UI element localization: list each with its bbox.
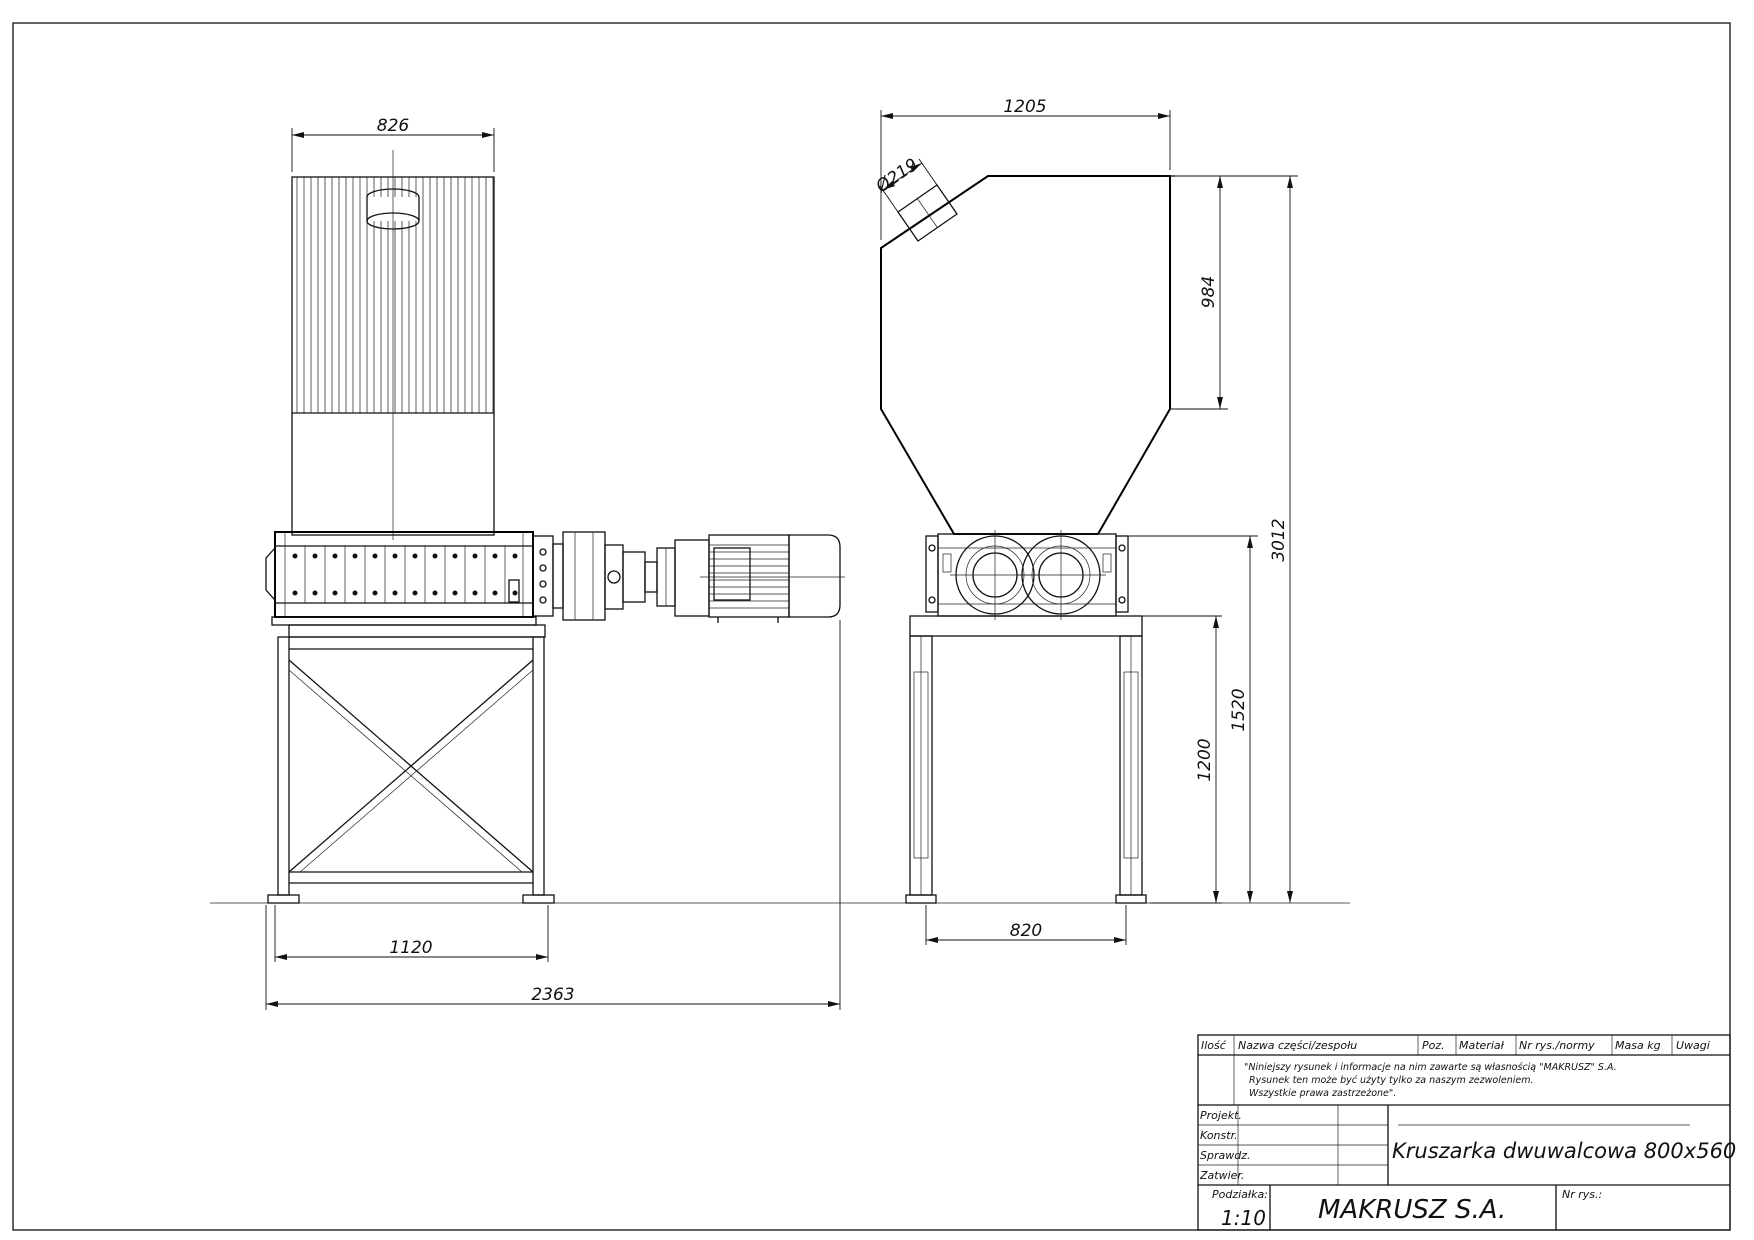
tb-header-mass: Masa kg (1615, 1039, 1661, 1052)
tb-drawing-title: Kruszarka dwuwalcowa 800x560 (1392, 1139, 1736, 1163)
side-dimensions: 1205 Ø219 984 3012 1520 (872, 97, 1298, 945)
tb-header-material: Materiał (1459, 1039, 1505, 1052)
dim-hopper-height: 984 (1199, 276, 1219, 308)
dim-total-height: 3012 (1269, 518, 1289, 561)
front-hopper (291, 150, 495, 540)
dim-frame-width: 1120 (389, 938, 432, 958)
tb-role-projekt: Projekt. (1200, 1109, 1242, 1122)
dim-side-width: 1205 (1003, 97, 1046, 117)
side-support-frame (905, 615, 1147, 904)
tb-scale-label: Podziałka: (1212, 1188, 1268, 1201)
tb-company-name: MAKRUSZ S.A. (1318, 1195, 1506, 1225)
tb-header-drawing-no: Nr rys./normy (1519, 1039, 1595, 1052)
tb-header-part-name: Nazwa części/zespołu (1238, 1039, 1357, 1052)
front-view: 826 1120 2363 (265, 116, 845, 1010)
dim-inlet-diameter: Ø219 (872, 155, 922, 198)
drive-train (532, 531, 710, 621)
side-hopper (880, 175, 1175, 535)
dim-hopper-width: 826 (377, 116, 410, 136)
tb-role-zatwier: Zatwier. (1199, 1169, 1244, 1182)
tb-role-konstr: Konstr. (1200, 1129, 1238, 1142)
tb-notice-line-1: "Niniejszy rysunek i informacje na nim z… (1244, 1062, 1617, 1073)
twin-roll-housing (925, 530, 1129, 620)
tb-notice-line-2: Rysunek ten może być użyty tylko za nasz… (1249, 1075, 1534, 1086)
dim-frame-height: 1200 (1195, 738, 1215, 781)
inlet-pipe (897, 184, 958, 242)
tb-header-notes: Uwagi (1676, 1039, 1710, 1052)
side-view: 1205 Ø219 984 3012 1520 (872, 97, 1298, 945)
dim-leg-spacing: 820 (1010, 921, 1042, 941)
tb-notice-line-3: Wszystkie prawa zastrzeżone". (1249, 1088, 1396, 1099)
tb-scale-value: 1:10 (1221, 1206, 1266, 1230)
title-block: Ilość Nazwa części/zespołu Poz. Materiał… (1197, 1034, 1736, 1231)
drawing-border (12, 22, 1731, 1231)
tb-header-qty: Ilość (1201, 1039, 1227, 1052)
front-dimensions: 826 1120 2363 (265, 116, 841, 1010)
front-support-frame (267, 624, 555, 904)
tb-header-pos: Poz. (1422, 1039, 1445, 1052)
tb-drawing-no-label: Nr rys.: (1562, 1188, 1602, 1201)
crusher-chamber (265, 531, 537, 626)
electric-motor (700, 534, 845, 623)
dim-total-length: 2363 (531, 985, 574, 1005)
tb-role-sprawdz: Sprawdz. (1200, 1149, 1250, 1162)
dim-frame-top-height: 1520 (1229, 688, 1249, 731)
